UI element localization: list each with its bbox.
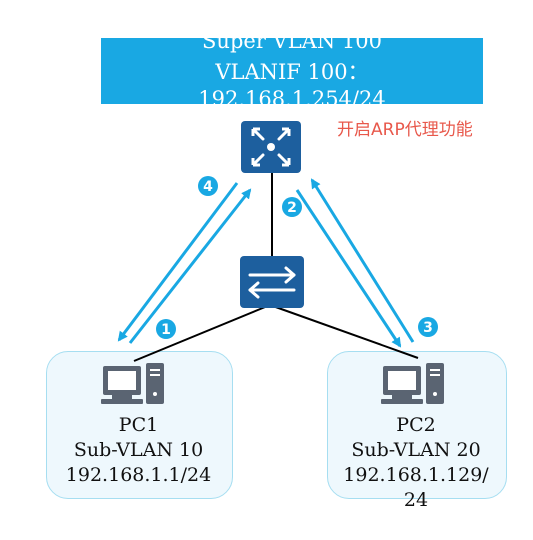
switch-pc1-link (133, 304, 271, 362)
arrow-step-1 (128, 188, 252, 344)
pc2-ip: 192.168.1.129/ (343, 464, 489, 486)
step-badge-2: 2 (282, 197, 302, 217)
pc1-info: PC1 Sub-VLAN 10 192.168.1.1/24 (46, 413, 231, 488)
pc-icon (381, 363, 444, 404)
arrow-step-3 (310, 178, 415, 343)
pc1-vlan: Sub-VLAN 10 (73, 439, 204, 461)
router-icon (241, 121, 301, 173)
banner-ip: 192.168.1.254/24 (198, 87, 386, 104)
step-label-2: 2 (287, 200, 297, 216)
step-badge-3: 3 (418, 317, 438, 337)
super-vlan-banner: Super VLAN 100 VLANIF 100： 192.168.1.254… (101, 38, 483, 104)
switch-icon (240, 256, 304, 308)
step-badge-1: 1 (156, 319, 176, 339)
arrow-step-2 (295, 189, 402, 348)
step-label-1: 1 (161, 322, 171, 338)
pc2-info: PC2 Sub-VLAN 20 192.168.1.129/ 24 (327, 413, 505, 513)
switch-pc2-link (269, 304, 419, 359)
pc-icon (101, 363, 164, 404)
banner-vlanif: VLANIF 100： (215, 60, 369, 84)
banner-title: Super VLAN 100 (202, 38, 382, 53)
pc2-vlan: Sub-VLAN 20 (351, 439, 481, 461)
pc1-ip: 192.168.1.1/24 (65, 464, 212, 486)
arp-proxy-note: 开启ARP代理功能 (337, 120, 473, 140)
arrow-step-4 (117, 182, 239, 342)
pc2-name: PC2 (396, 414, 436, 436)
pc1-name: PC1 (118, 414, 159, 436)
step-badge-4: 4 (198, 176, 218, 196)
pc2-ip-suffix: 24 (403, 489, 429, 511)
step-label-3: 3 (423, 320, 433, 336)
step-label-4: 4 (203, 179, 213, 195)
